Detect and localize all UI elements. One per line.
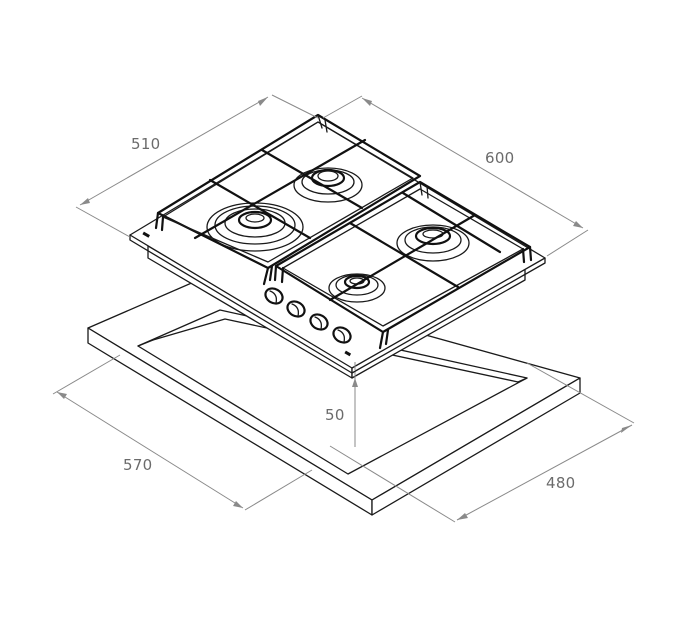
burner-front-right — [328, 273, 386, 303]
grate-left — [154, 113, 422, 286]
dim-label-built-in-height: 50 — [325, 406, 345, 424]
burner-rear-left — [293, 167, 363, 203]
dim-label-hob-depth: 510 — [131, 135, 161, 153]
dimension-lines — [52, 94, 635, 523]
hob — [129, 113, 546, 379]
control-knobs — [264, 287, 352, 344]
dim-480-line — [329, 362, 635, 523]
knob-3 — [309, 313, 329, 331]
knob-2 — [286, 300, 306, 318]
knob-1 — [264, 287, 284, 305]
dim-label-cutout-depth: 480 — [546, 474, 576, 492]
dim-label-hob-width: 600 — [485, 149, 515, 167]
dim-570-line — [52, 354, 313, 511]
knob-4 — [332, 326, 352, 344]
brand-mark — [142, 231, 150, 238]
countertop-cutout — [87, 274, 581, 516]
burner-rear-right — [396, 224, 470, 262]
dim-50-line — [352, 362, 358, 447]
dim-600-line — [322, 95, 589, 257]
dim-label-cutout-width: 570 — [123, 456, 153, 474]
pan-supports — [154, 113, 533, 350]
dim-510-line — [75, 94, 319, 238]
grate-right — [273, 180, 533, 350]
